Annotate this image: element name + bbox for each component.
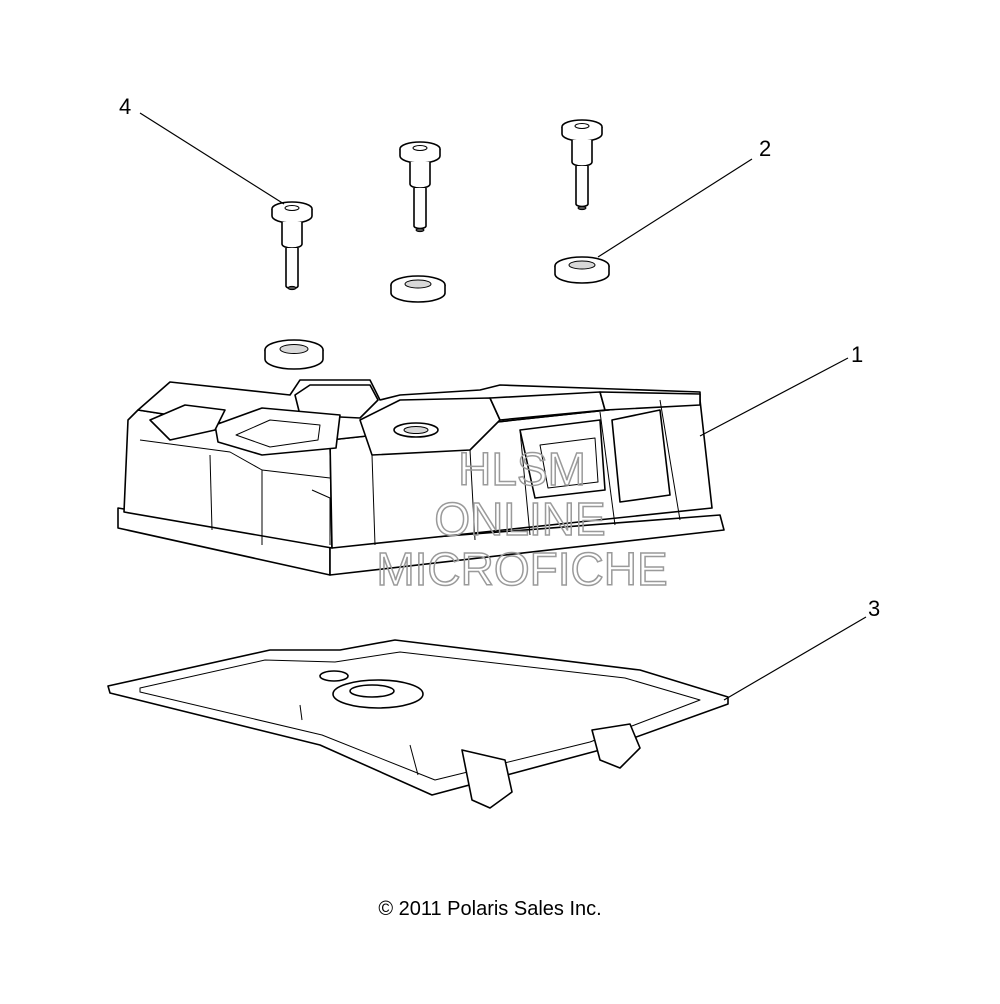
watermark-line3: MICROFICHE <box>376 543 667 595</box>
callout-3: 3 <box>868 596 880 621</box>
leader-line-3 <box>723 616 867 701</box>
callout-4: 4 <box>119 94 131 119</box>
watermark: HLSM ONLINE MICROFICHE <box>376 442 669 596</box>
watermark-line2: ONLINE <box>434 493 605 545</box>
grommet-left[interactable] <box>264 339 324 370</box>
bolt-middle[interactable] <box>399 141 441 233</box>
grommet-right[interactable] <box>554 256 610 284</box>
copyright-notice: © 2011 Polaris Sales Inc. <box>378 898 602 920</box>
bolt-left[interactable] <box>271 201 313 291</box>
gasket[interactable] <box>107 639 729 809</box>
leader-line-2 <box>597 158 753 258</box>
grommet-middle[interactable] <box>390 275 446 303</box>
callout-1: 1 <box>851 342 863 367</box>
bolt-right[interactable] <box>561 119 603 211</box>
callout-2: 2 <box>759 136 771 161</box>
valve-cover[interactable] <box>117 379 725 576</box>
leader-line-1 <box>699 357 849 437</box>
watermark-line1: HLSM <box>458 443 586 495</box>
leader-line-4 <box>139 112 285 205</box>
